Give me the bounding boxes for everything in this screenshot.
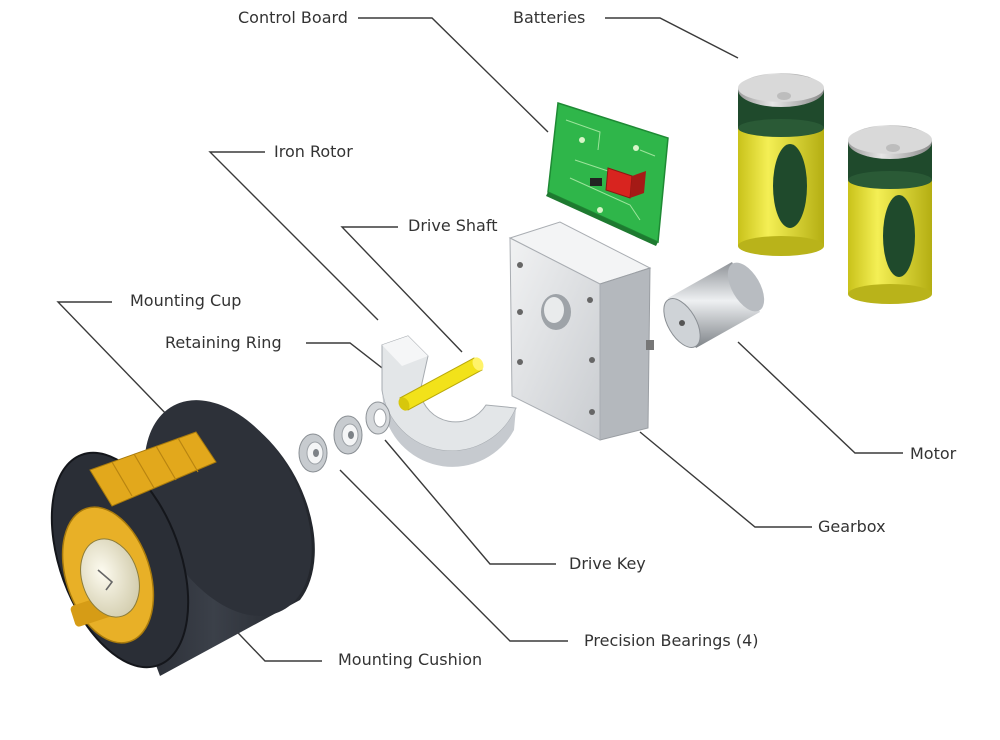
leader-motor [737, 341, 903, 454]
label-precision-bearings: Precision Bearings (4) [584, 631, 759, 650]
control-board-part [546, 102, 669, 246]
leader-drive-shaft [340, 226, 463, 353]
drive-shaft-part [398, 357, 484, 411]
label-retaining-ring: Retaining Ring [165, 333, 282, 352]
label-mounting-cushion: Mounting Cushion [338, 650, 483, 669]
leader-iron-rotor [208, 151, 379, 321]
battery-2 [848, 125, 932, 304]
label-drive-key: Drive Key [569, 554, 646, 573]
label-iron-rotor: Iron Rotor [274, 142, 353, 161]
leader-precision-bearings [339, 469, 568, 642]
leader-drive-key [384, 439, 556, 565]
motor-part [663, 262, 765, 348]
label-batteries: Batteries [513, 8, 586, 27]
precision-bearing-1 [333, 415, 363, 455]
leader-gearbox [639, 431, 812, 528]
label-mounting-cup: Mounting Cup [130, 291, 242, 310]
battery-1 [738, 73, 824, 256]
gearbox-part [508, 221, 654, 441]
drive-key-part [365, 401, 391, 435]
label-gearbox: Gearbox [818, 517, 886, 536]
precision-bearing-2 [298, 433, 328, 473]
leader-control-board [358, 17, 549, 133]
label-motor: Motor [910, 444, 957, 463]
iron-rotor-part [381, 335, 517, 467]
label-control-board: Control Board [238, 8, 348, 27]
leader-batteries [605, 17, 739, 59]
mounting-cushion-part [61, 431, 217, 644]
leader-mounting-cup [56, 301, 171, 419]
label-drive-shaft: Drive Shaft [408, 216, 498, 235]
leader-lines [56, 17, 903, 662]
